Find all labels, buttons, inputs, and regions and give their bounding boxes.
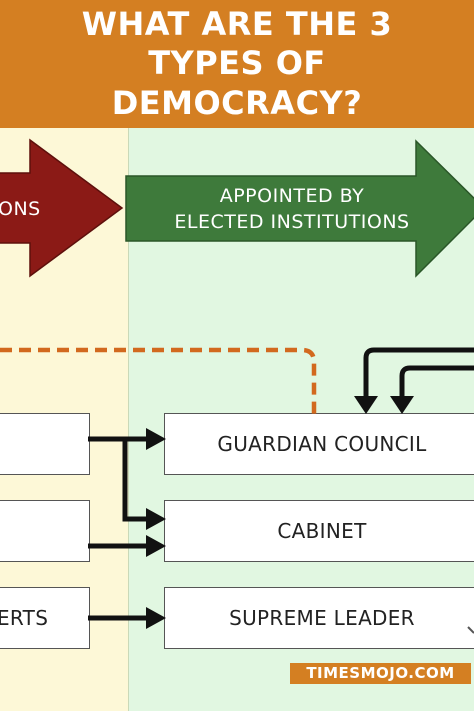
arrowhead-top-1 [354, 396, 378, 414]
arrowhead-row1 [146, 428, 166, 450]
title-banner: WHAT ARE THE 3 TYPES OF DEMOCRACY? [0, 0, 474, 128]
page-title: WHAT ARE THE 3 TYPES OF DEMOCRACY? [0, 5, 474, 122]
left-node-row3: ERTS [0, 587, 90, 649]
appointed-arrow-label: APPOINTED BY ELECTED INSTITUTIONS [132, 183, 452, 235]
appointed-arrow-label-line2: ELECTED INSTITUTIONS [174, 211, 410, 233]
left-node-row1 [0, 413, 90, 475]
dashed-connector [0, 347, 317, 414]
supreme-leader-box: SUPREME LEADER [164, 587, 474, 649]
guardian-council-box: GUARDIAN COUNCIL [164, 413, 474, 475]
guardian-council-label: GUARDIAN COUNCIL [217, 432, 427, 456]
title-line-1: WHAT ARE THE 3 TYPES OF [81, 5, 393, 83]
edge-tick [467, 626, 474, 634]
left-node-row3-label: ERTS [0, 606, 49, 630]
title-line-2: DEMOCRACY? [111, 83, 363, 122]
top-connector-1 [363, 347, 474, 398]
arrowhead-top-2 [390, 396, 414, 414]
supreme-leader-label: SUPREME LEADER [229, 606, 415, 630]
top-connector-2 [399, 365, 474, 398]
arrowhead-branch [146, 508, 166, 530]
appointed-arrow [125, 139, 474, 278]
connector-layer [0, 347, 474, 634]
diagram: ONS APPOINTED BY ELECTED INSTITUTIONS ER… [0, 128, 474, 711]
elected-arrow [0, 138, 124, 278]
left-node-row2 [0, 500, 90, 562]
cabinet-box: CABINET [164, 500, 474, 562]
elected-arrow-label: ONS [0, 198, 41, 220]
watermark-badge: TIMESMOJO.COM [290, 663, 471, 684]
arrowhead-row2 [146, 535, 166, 557]
branch-connector [122, 439, 148, 522]
arrowhead-row3 [146, 607, 166, 629]
cabinet-label: CABINET [277, 519, 367, 543]
appointed-arrow-label-line1: APPOINTED BY [219, 185, 365, 207]
